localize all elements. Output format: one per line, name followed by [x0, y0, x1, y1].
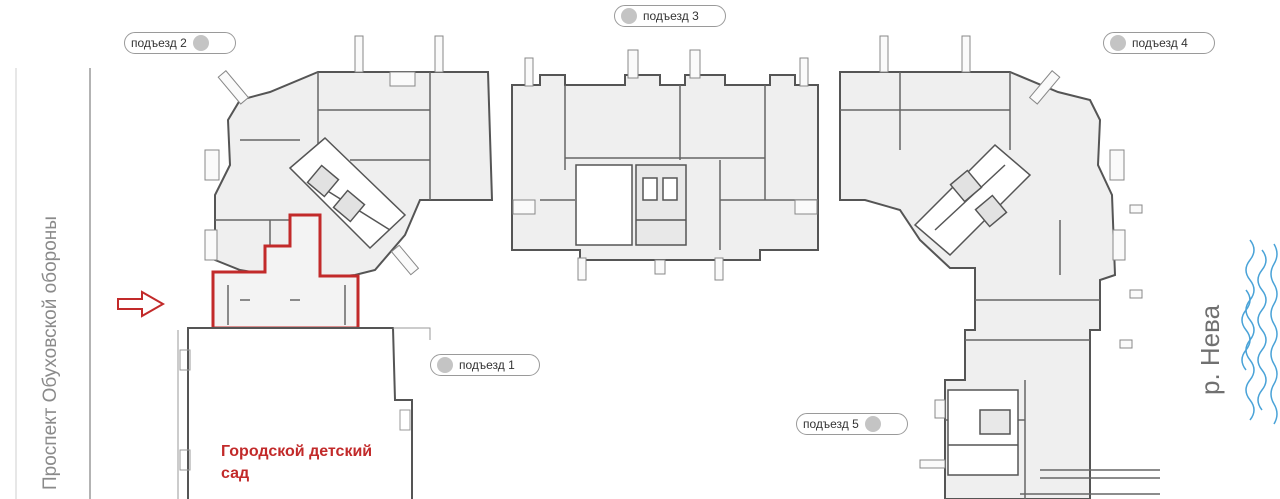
arrow-right-icon — [117, 290, 166, 318]
stair-core-right — [913, 143, 1032, 257]
stair-core-center — [575, 164, 687, 246]
entrance-dot-icon — [1110, 35, 1126, 51]
entrance-4-text: подъезд 4 — [1132, 36, 1188, 50]
highlighted-unit-walls — [227, 285, 346, 325]
entrance-dot-icon — [621, 8, 637, 24]
entrance-dot-icon — [192, 35, 209, 51]
river-label: р. Нева — [1195, 304, 1225, 395]
kindergarten-label: Городской детский сад — [221, 443, 373, 482]
stair-core-right-lower — [947, 389, 1019, 476]
entrance-3-text: подъезд 3 — [643, 9, 699, 23]
entrance-2-text: подъезд 2 — [131, 36, 187, 50]
building-wing-right — [839, 71, 1117, 499]
balconies-center — [512, 49, 818, 281]
kindergarten-building — [187, 327, 413, 499]
street-label: Проспект Обуховской обороны — [40, 216, 61, 490]
entrance-5-text: подъезд 5 — [803, 417, 859, 431]
entrance-dot-icon — [437, 357, 453, 373]
balconies-left — [204, 35, 444, 276]
entrance-5-label[interactable]: подъезд 5 — [796, 413, 908, 435]
entrance-3-label[interactable]: подъезд 3 — [614, 5, 726, 27]
entrance-1-text: подъезд 1 — [459, 358, 515, 372]
entrance-1-label[interactable]: подъезд 1 — [430, 354, 540, 376]
balconies-right — [879, 35, 1143, 469]
water-waves-icon — [1241, 239, 1278, 425]
entrance-2-label[interactable]: подъезд 2 — [124, 32, 236, 54]
kindergarten-outline — [177, 327, 431, 499]
entrance-dot-icon — [864, 416, 881, 432]
stair-core-left — [288, 136, 407, 250]
entrance-4-label[interactable]: подъезд 4 — [1103, 32, 1215, 54]
embankment-lines — [1020, 469, 1160, 495]
